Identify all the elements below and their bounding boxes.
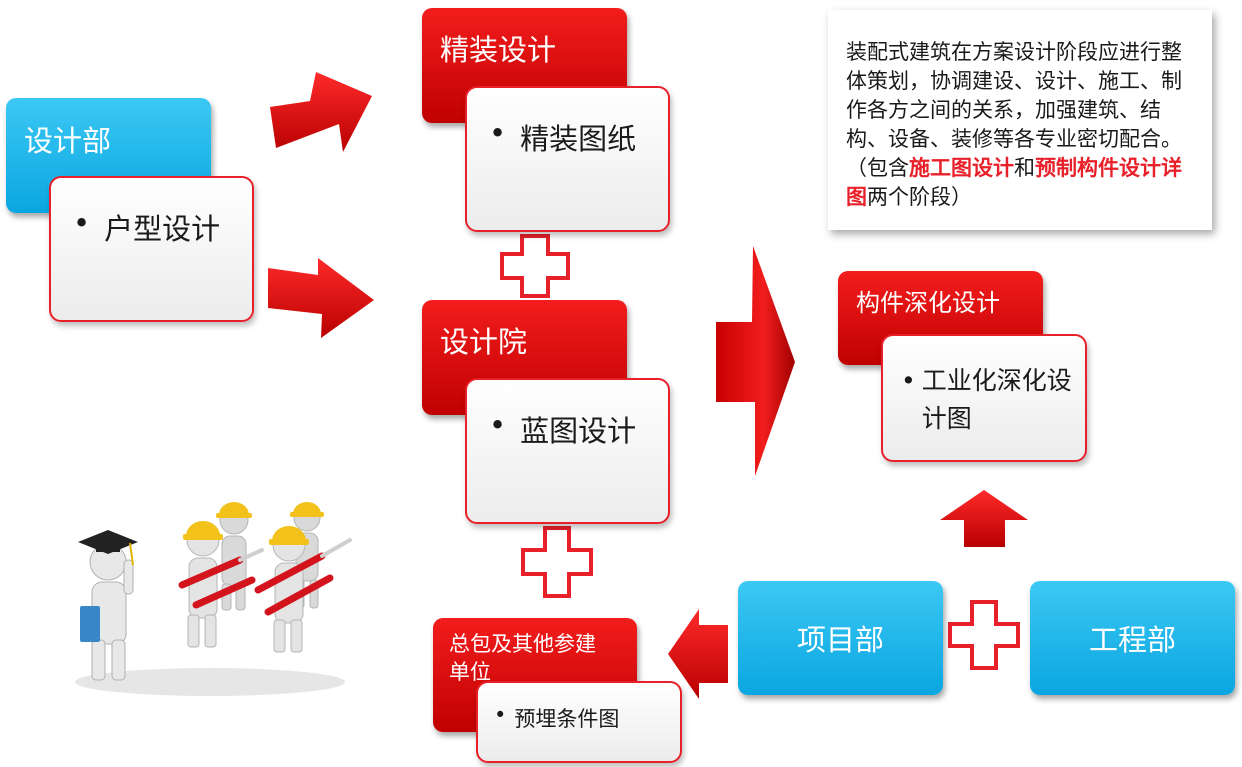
- arrow-left: [668, 609, 728, 699]
- design-dept-card: • 户型设计: [49, 176, 254, 322]
- floor-plan-design: 户型设计: [104, 212, 221, 246]
- plus-icon-bottom: [521, 526, 593, 598]
- finish-drawings: 精装图纸: [520, 122, 637, 156]
- team-illustration: [75, 502, 352, 696]
- note-highlight-prefab-detail: 预制构件设计详图: [846, 156, 1182, 209]
- component-deepening-title: 构件深化设计: [856, 289, 1000, 317]
- bullet: •: [901, 366, 916, 395]
- finish-design-card: • 精装图纸: [465, 86, 670, 232]
- arrow-up: [940, 490, 1028, 547]
- list-item: • 精装图纸: [489, 116, 668, 158]
- arrow-big-right: [716, 246, 795, 476]
- bullet: •: [494, 703, 507, 727]
- bullet: •: [489, 408, 507, 442]
- industrial-deepening-drawing: 工业化深化设计图: [921, 366, 1072, 433]
- note-highlight-construction-drawing: 施工图设计: [909, 156, 1014, 180]
- blueprint-design: 蓝图设计: [520, 414, 637, 448]
- plus-icon-right: [948, 600, 1020, 670]
- note-text-1: 装配式建筑在方案设计阶段应进行整体策划，协调建设、设计、施工、制作各方之间的关系…: [846, 40, 1182, 180]
- engineering-dept-label: 工程部: [1088, 623, 1176, 657]
- note-text-3: 两个阶段）: [867, 185, 972, 209]
- design-dept-title: 设计部: [24, 124, 112, 158]
- project-dept-label: 项目部: [796, 623, 884, 657]
- list-item: • 户型设计: [73, 206, 252, 248]
- plus-icon-top: [500, 234, 570, 298]
- finish-design-title: 精装设计: [440, 33, 557, 67]
- list-item: • 预埋条件图: [494, 703, 680, 733]
- arrow-upper-right: [270, 72, 372, 152]
- component-deepening-card: • 工业化深化设计图: [881, 334, 1087, 462]
- note-text-2: 和: [1014, 156, 1035, 180]
- project-dept-box: 项目部: [738, 581, 943, 695]
- bullet: •: [73, 206, 91, 240]
- general-contractor-card: • 预埋条件图: [476, 681, 682, 763]
- general-contractor-title: 总包及其他参建单位: [449, 632, 596, 684]
- arrow-lower-right: [268, 258, 374, 338]
- description-note: 装配式建筑在方案设计阶段应进行整体策划，协调建设、设计、施工、制作各方之间的关系…: [828, 10, 1212, 230]
- design-institute-card: • 蓝图设计: [465, 378, 670, 524]
- bullet: •: [489, 116, 507, 150]
- list-item: • 蓝图设计: [489, 408, 668, 450]
- engineering-dept-box: 工程部: [1030, 581, 1235, 695]
- design-institute-title: 设计院: [440, 325, 528, 359]
- list-item: • 工业化深化设计图: [901, 362, 1085, 438]
- embedded-condition-drawing: 预埋条件图: [514, 707, 620, 731]
